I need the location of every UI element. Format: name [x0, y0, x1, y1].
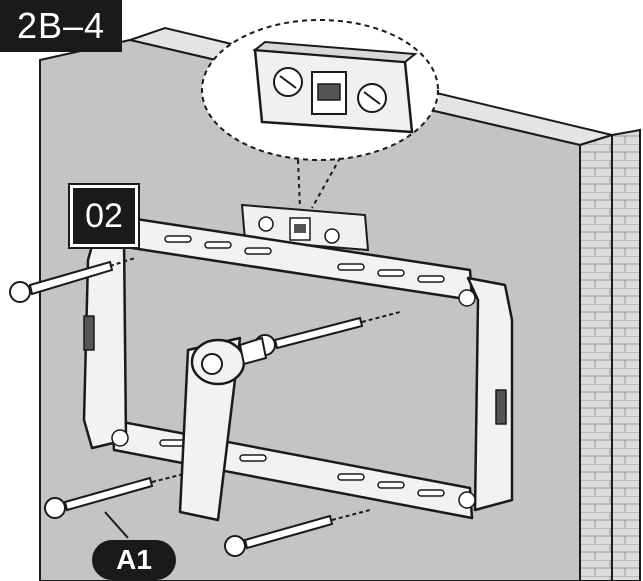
brick-wall-icon [579, 128, 641, 581]
level-detail-callout [201, 19, 439, 209]
part-label-level: 02 [70, 185, 138, 247]
screws [9, 257, 401, 557]
screw-icon [44, 469, 201, 519]
step-label: 2B–4 [0, 0, 122, 52]
bracket-right-arm [466, 276, 514, 512]
screw-icon [224, 509, 371, 557]
screw-icon [9, 257, 136, 303]
part-label-screws: A1 [92, 540, 176, 580]
wrench-icon [178, 336, 268, 522]
spirit-level-icon [252, 40, 418, 134]
